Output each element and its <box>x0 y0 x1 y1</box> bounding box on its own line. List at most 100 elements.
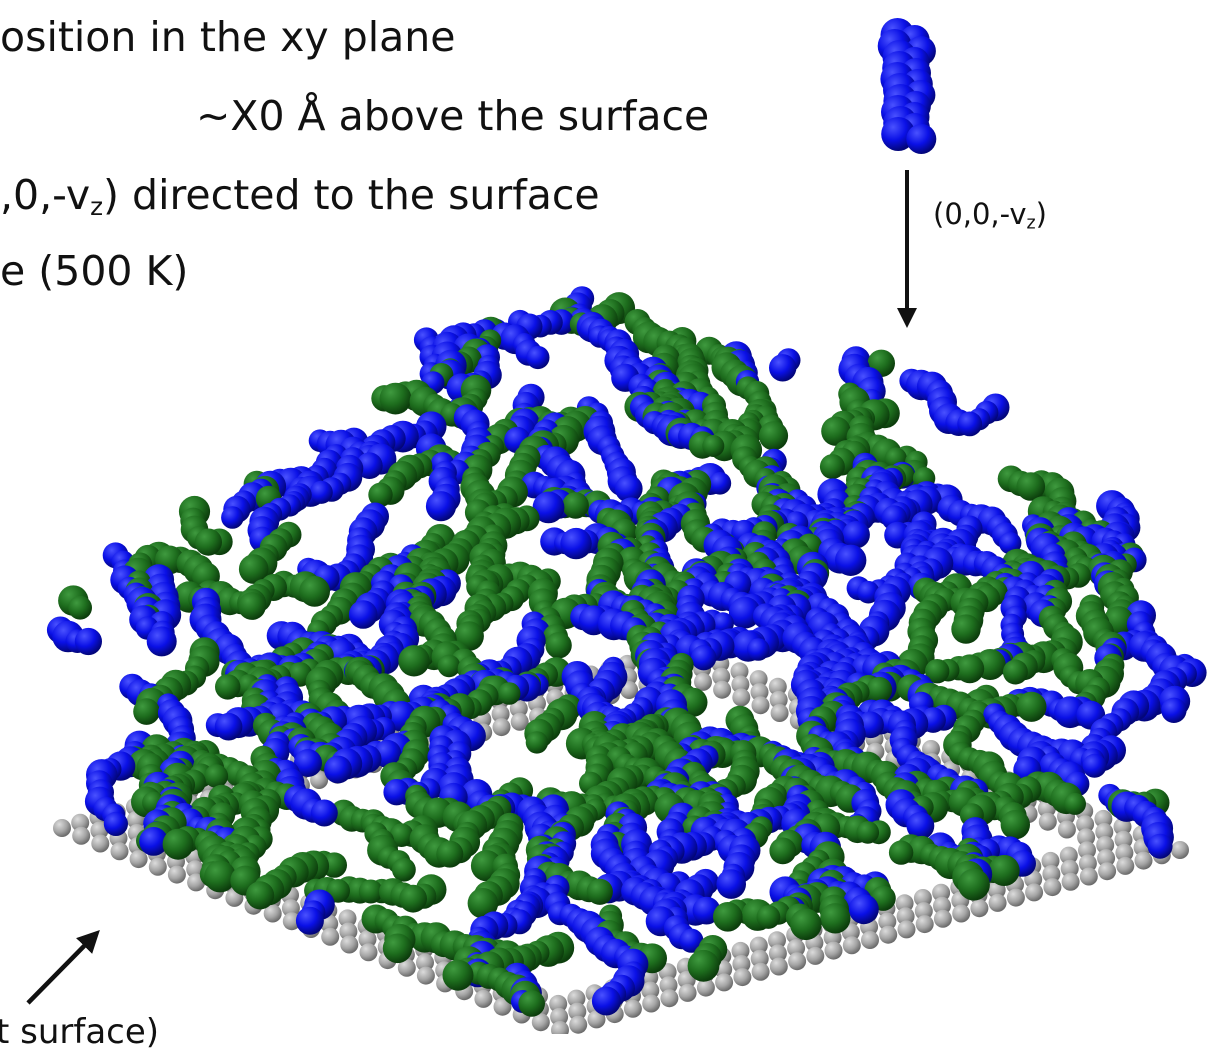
green-monomer-atom <box>955 654 985 684</box>
substrate-atom <box>861 931 879 949</box>
substrate-atom <box>751 962 770 981</box>
substrate-atom <box>788 952 807 971</box>
green-monomer-atom <box>238 554 269 584</box>
green-monomer-atom <box>856 821 880 844</box>
incoming-molecule <box>877 18 937 154</box>
substrate-atom <box>731 675 750 694</box>
blue-monomer-atom <box>310 799 338 827</box>
green-monomer-atom <box>437 654 461 678</box>
substrate-atom <box>1097 849 1116 868</box>
substrate-atom <box>282 912 301 931</box>
blue-monomer-atom <box>324 755 352 784</box>
green-monomer-atom <box>525 731 549 754</box>
substrate-atom <box>281 899 300 918</box>
substrate-atom <box>1042 865 1061 883</box>
green-monomer-atom <box>562 492 589 519</box>
substrate-atom <box>129 850 148 869</box>
blue-monomer-atom <box>532 491 565 524</box>
substrate-atom <box>568 1002 587 1021</box>
green-monomer-atom <box>398 645 430 677</box>
substrate-atom <box>110 842 129 861</box>
substrate-atom <box>509 699 528 718</box>
substrate-atom <box>263 904 282 923</box>
blue-monomer-atom <box>214 712 243 741</box>
substrate-atom <box>531 1013 550 1032</box>
substrate-atom <box>749 936 768 955</box>
substrate-atom <box>551 1021 569 1034</box>
substrate-atom <box>750 683 769 702</box>
text-line-1: osition in the xy plane <box>0 13 456 61</box>
substrate-atom <box>879 925 898 944</box>
substrate-atom <box>491 705 510 723</box>
substrate-atom <box>914 902 933 921</box>
substrate-atom <box>1098 862 1117 881</box>
substrate-atom <box>824 941 843 960</box>
blue-monomer-atom <box>691 645 717 671</box>
green-monomer-atom <box>442 959 474 991</box>
substrate-atom <box>1041 851 1060 870</box>
substrate-atom <box>474 989 493 1008</box>
blue-monomer-atom <box>615 474 643 503</box>
substrate-atom <box>567 989 586 1008</box>
green-monomer-atom <box>368 482 393 507</box>
blue-monomer-atom <box>146 626 177 657</box>
substrate-atom <box>359 943 378 962</box>
substrate-atom <box>932 883 951 902</box>
green-monomer-atom <box>238 592 266 620</box>
blue-monomer-atom <box>425 491 457 522</box>
substrate-atom <box>1116 856 1135 875</box>
green-monomer-atom <box>358 879 383 904</box>
substrate-atom <box>769 690 788 709</box>
substrate-atom <box>1061 872 1080 891</box>
substrate-atom <box>1115 843 1134 862</box>
substrate-atom <box>623 999 642 1018</box>
substrate-atom <box>321 927 340 946</box>
blue-monomer-atom <box>348 600 378 629</box>
blue-monomer-atom <box>74 627 102 656</box>
green-monomer-atom <box>769 837 797 865</box>
polymer-film <box>46 286 1207 1017</box>
substrate-atom <box>1134 851 1153 870</box>
blue-monomer-atom <box>526 345 550 370</box>
substrate-atom <box>897 920 916 939</box>
substrate-atom <box>71 813 90 832</box>
substrate-atom <box>732 955 751 973</box>
green-monomer-atom <box>957 868 990 901</box>
blue-monomer-atom <box>769 354 797 382</box>
substrate-atom <box>750 949 769 968</box>
blue-monomer-atom <box>708 472 732 495</box>
substrate-atom <box>1059 846 1078 865</box>
blue-monomer-atom <box>906 811 935 840</box>
substrate-atom <box>1006 888 1025 907</box>
substrate-atom <box>769 957 788 976</box>
substrate-atom <box>416 953 434 972</box>
substrate-atom <box>1079 867 1098 886</box>
velocity-label: (0,0,-vz) <box>933 197 1047 234</box>
substrate-atom <box>492 718 511 737</box>
green-monomer-atom <box>162 828 194 860</box>
green-monomer-atom <box>215 674 241 700</box>
substrate-atom <box>320 914 339 933</box>
substrate-atom <box>510 712 529 731</box>
text-line-2: ~X0 Å above the surface <box>196 92 710 140</box>
substrate-atom <box>770 704 789 722</box>
blue-monomer-atom <box>221 506 244 529</box>
green-monomer-atom <box>819 454 845 480</box>
green-monomer-atom <box>951 614 981 644</box>
substrate-atom <box>397 958 416 977</box>
blue-monomer-atom <box>295 906 324 935</box>
blue-monomer-atom <box>294 749 322 777</box>
substrate-atom <box>53 819 71 837</box>
substrate-atom <box>641 981 660 1000</box>
substrate-atom <box>730 662 749 681</box>
substrate-atom <box>167 865 186 884</box>
green-monomer-atom <box>497 682 521 705</box>
substrate-atom <box>1078 854 1097 873</box>
green-monomer-atom <box>436 840 464 868</box>
substrate-atom <box>569 1015 588 1034</box>
substrate-atom <box>712 667 731 686</box>
substrate-atom <box>1078 841 1096 860</box>
incoming-molecule-atom <box>881 117 916 151</box>
blue-monomer-atom <box>857 580 880 604</box>
